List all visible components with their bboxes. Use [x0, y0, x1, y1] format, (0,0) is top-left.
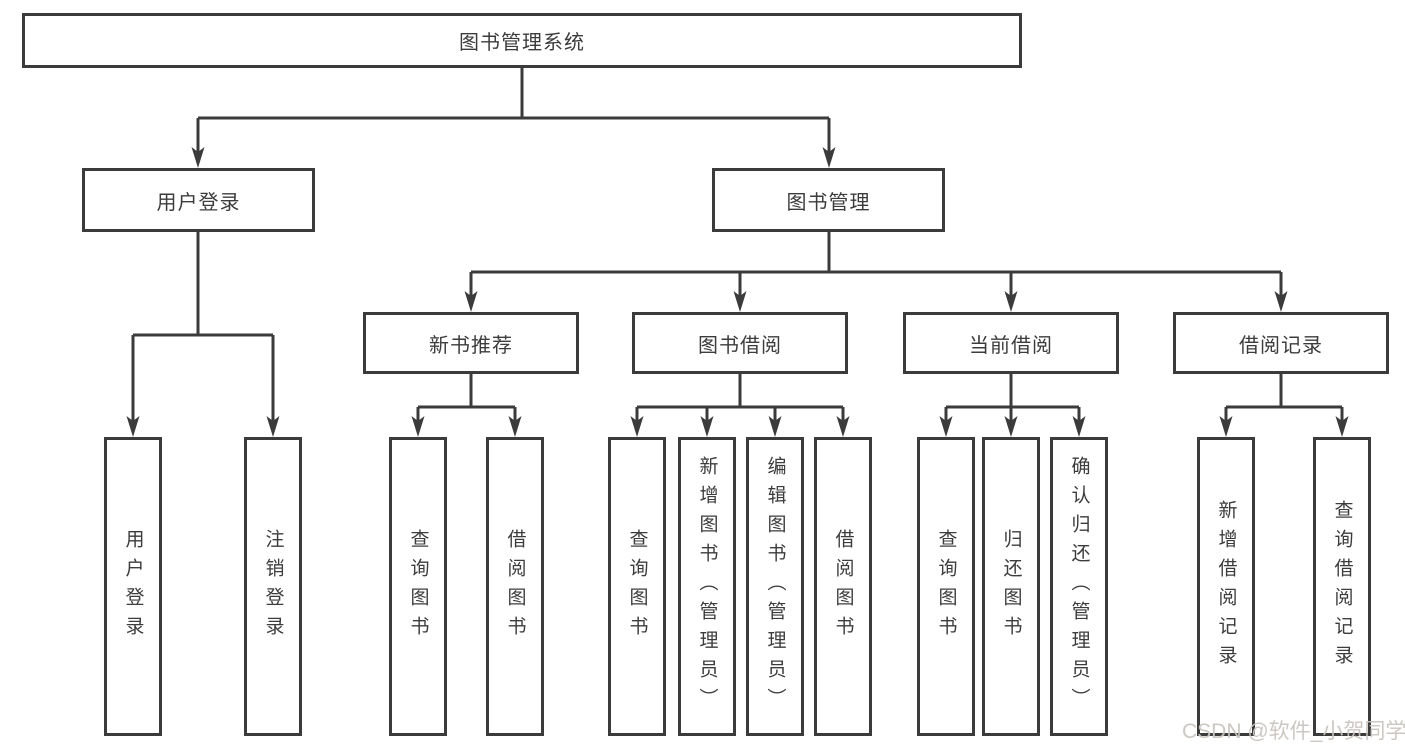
- arrowhead: [464, 291, 478, 312]
- leaf-recommend-query-books: 查询图书: [389, 437, 447, 736]
- leaf-borrow-borrow-books: 借阅图书: [814, 437, 872, 736]
- leaf-current-return-books: 归还图书: [982, 437, 1040, 736]
- node-borrowing-records: 借阅记录: [1173, 312, 1389, 374]
- arrowhead: [126, 416, 140, 437]
- arrowhead: [191, 147, 205, 168]
- node-book-management-label: 图书管理: [786, 191, 871, 214]
- leaf-recommend-borrow-books: 借阅图书: [486, 437, 544, 736]
- leaf-current-query-books: 查询图书: [917, 437, 975, 736]
- leaf-label: 借阅图书: [504, 528, 526, 645]
- arrowhead: [822, 147, 836, 168]
- leaf-label: 新增借阅记录: [1215, 499, 1237, 674]
- leaf-label: 归还图书: [1000, 528, 1022, 645]
- node-user-login-label: 用户登录: [156, 191, 241, 214]
- leaf-user-login: 用户登录: [104, 437, 162, 736]
- node-current-borrowing: 当前借阅: [903, 312, 1119, 374]
- leaf-borrow-add-books-admin: 新增图书（管理员）: [678, 437, 736, 736]
- leaf-label: 查询图书: [626, 528, 648, 645]
- leaf-borrow-query-books: 查询图书: [608, 437, 666, 736]
- leaf-label: 用户登录: [122, 528, 144, 645]
- leaf-label: 新增图书（管理员）: [696, 456, 718, 717]
- leaf-label: 借阅图书: [832, 528, 854, 645]
- arrowhead: [1004, 416, 1018, 437]
- leaf-label: 注销登录: [262, 528, 284, 645]
- node-book-management: 图书管理: [712, 168, 945, 232]
- node-new-book-recommend: 新书推荐: [363, 312, 579, 374]
- node-book-borrowing-label: 图书借阅: [698, 334, 782, 357]
- arrowhead: [508, 416, 522, 437]
- arrowhead: [1274, 291, 1288, 312]
- leaf-current-confirm-return-admin: 确认归还（管理员）: [1050, 437, 1108, 736]
- node-borrowing-records-label: 借阅记录: [1239, 334, 1323, 357]
- node-user-login: 用户登录: [82, 168, 315, 232]
- arrowhead: [836, 416, 850, 437]
- node-library-system: 图书管理系统: [22, 13, 1022, 68]
- arrowhead: [700, 416, 714, 437]
- arrowhead: [1335, 416, 1349, 437]
- node-current-borrowing-label: 当前借阅: [969, 334, 1053, 357]
- leaf-logout: 注销登录: [244, 437, 302, 736]
- arrowhead: [1072, 416, 1086, 437]
- arrowhead: [768, 416, 782, 437]
- arrowhead: [630, 416, 644, 437]
- leaf-label: 查询图书: [407, 528, 429, 645]
- arrowhead: [1004, 291, 1018, 312]
- arrowhead: [411, 416, 425, 437]
- leaf-records-add-record: 新增借阅记录: [1197, 437, 1255, 736]
- leaf-label: 查询图书: [935, 528, 957, 645]
- leaf-label: 查询借阅记录: [1331, 499, 1353, 674]
- node-new-book-recommend-label: 新书推荐: [429, 334, 513, 357]
- leaf-label: 编辑图书（管理员）: [764, 456, 786, 717]
- leaf-borrow-edit-books-admin: 编辑图书（管理员）: [746, 437, 804, 736]
- arrowhead: [733, 291, 747, 312]
- leaf-records-query-record: 查询借阅记录: [1313, 437, 1371, 736]
- leaf-label: 确认归还（管理员）: [1068, 456, 1090, 717]
- arrowhead: [939, 416, 953, 437]
- node-book-borrowing: 图书借阅: [632, 312, 848, 374]
- node-library-system-label: 图书管理系统: [459, 32, 585, 54]
- arrowhead: [266, 416, 280, 437]
- arrowhead: [1219, 416, 1233, 437]
- watermark: CSDN @软件_小贺同学: [1182, 720, 1405, 743]
